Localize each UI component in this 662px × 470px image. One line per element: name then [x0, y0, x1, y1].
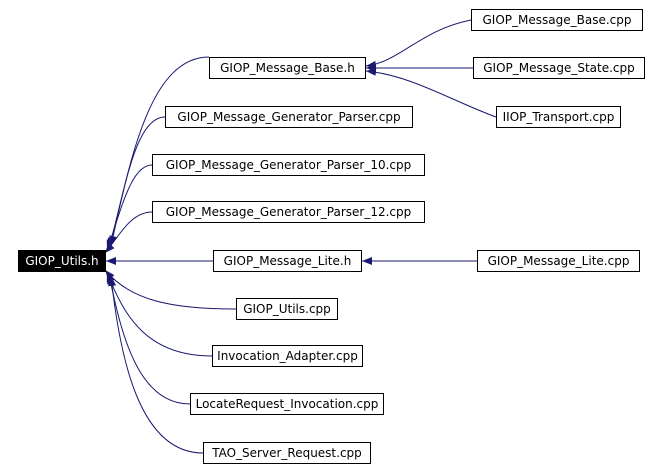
- edge-tao-server-request-cpp: [108, 275, 204, 454]
- node-giop-message-generator-parser-10-cpp[interactable]: GIOP_Message_Generator_Parser_10.cpp: [152, 154, 425, 176]
- edge-locaterequest-invocation-cpp: [107, 273, 191, 405]
- node-giop-message-generator-parser-12-cpp[interactable]: GIOP_Message_Generator_Parser_12.cpp: [152, 201, 425, 223]
- edge-giop-message-generator-parser-12-cpp: [104, 211, 153, 254]
- node-giop-utils-cpp[interactable]: GIOP_Utils.cpp: [236, 298, 338, 320]
- edge-giop-message-generator-parser-cpp: [107, 116, 166, 249]
- node-invocation-adapter-cpp[interactable]: Invocation_Adapter.cpp: [212, 345, 363, 367]
- node-giop-utils-h: GIOP_Utils.h: [18, 250, 106, 272]
- node-giop-message-generator-parser-cpp[interactable]: GIOP_Message_Generator_Parser.cpp: [165, 106, 413, 128]
- node-iiop-transport-cpp[interactable]: IIOP_Transport.cpp: [496, 106, 621, 128]
- edge-invocation-adapter-cpp: [106, 271, 213, 357]
- edge-giop-message-base-cpp: [365, 19, 472, 69]
- node-giop-message-base-cpp[interactable]: GIOP_Message_Base.cpp: [471, 9, 643, 31]
- node-locaterequest-invocation-cpp[interactable]: LocateRequest_Invocation.cpp: [190, 393, 384, 415]
- edge-giop-utils-cpp: [104, 269, 237, 310]
- node-giop-message-base-h[interactable]: GIOP_Message_Base.h: [209, 57, 366, 79]
- edge-giop-message-generator-parser-10-cpp: [106, 164, 153, 251]
- node-giop-message-lite-cpp[interactable]: GIOP_Message_Lite.cpp: [477, 250, 640, 272]
- edge-iiop-transport-cpp: [365, 67, 497, 118]
- node-tao-server-request-cpp[interactable]: TAO_Server_Request.cpp: [203, 442, 371, 464]
- node-giop-message-state-cpp[interactable]: GIOP_Message_State.cpp: [473, 57, 645, 79]
- node-giop-message-lite-h[interactable]: GIOP_Message_Lite.h: [213, 250, 362, 272]
